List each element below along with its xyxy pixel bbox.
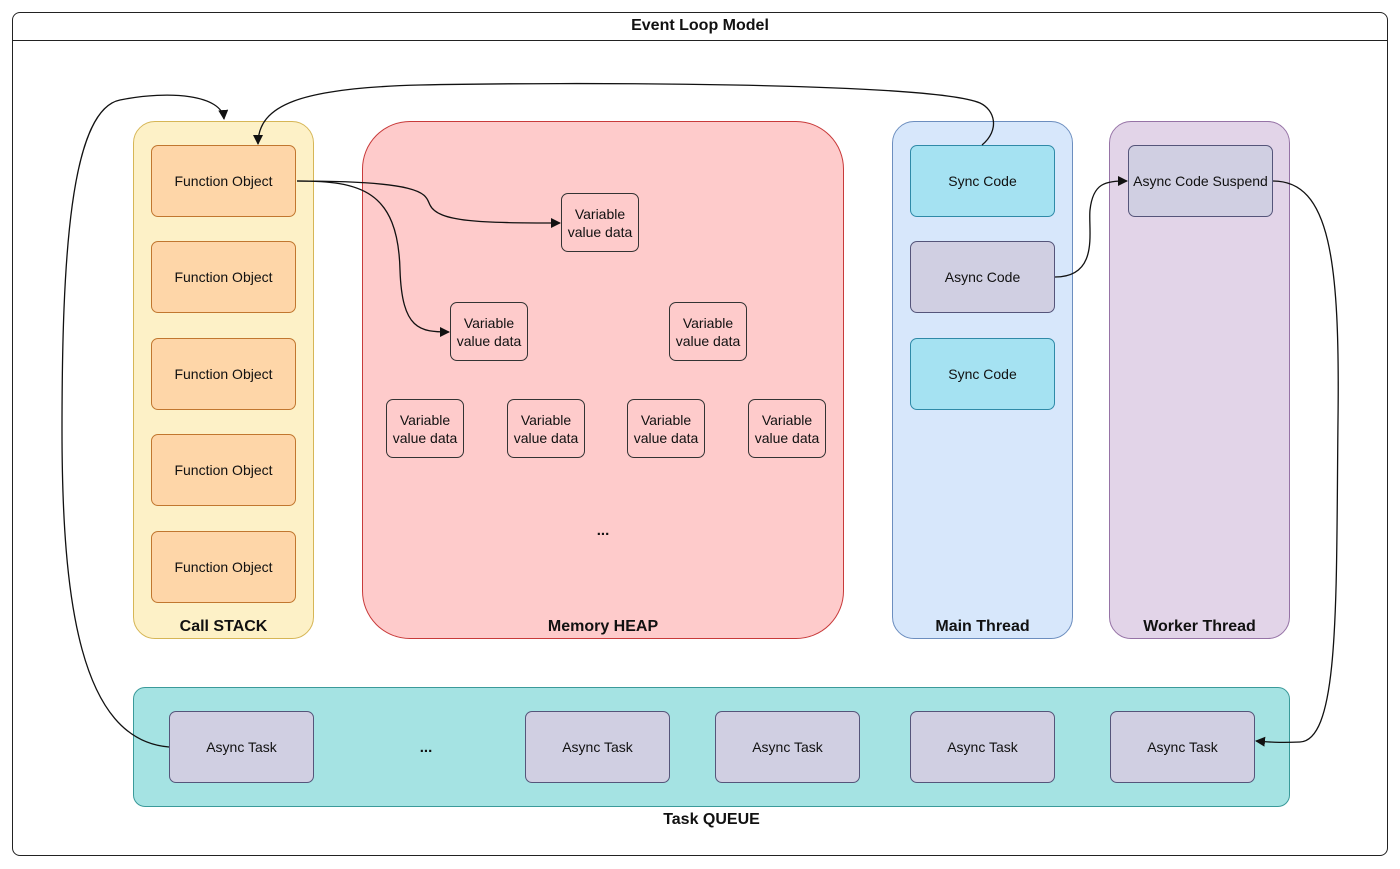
function-object[interactable]: Function Object	[151, 241, 296, 313]
async-code[interactable]: Async Code	[910, 241, 1055, 313]
async-task[interactable]: Async Task	[910, 711, 1055, 783]
function-object[interactable]: Function Object	[151, 145, 296, 217]
arrow-function-to-variable	[296, 180, 561, 228]
heap-ellipsis: ...	[596, 522, 610, 539]
memory-heap-label: Memory HEAP	[547, 618, 659, 635]
call-stack-label: Call STACK	[179, 618, 268, 635]
arrow-async-to-worker	[1054, 176, 1128, 278]
task-queue-label: Task QUEUE	[663, 811, 760, 828]
event-loop-frame	[12, 12, 1388, 856]
frame-header	[12, 12, 1388, 41]
sync-code[interactable]: Sync Code	[910, 338, 1055, 410]
arrow-worker-to-queue	[1255, 180, 1339, 747]
async-task[interactable]: Async Task	[169, 711, 314, 783]
function-object[interactable]: Function Object	[151, 434, 296, 506]
async-task[interactable]: Async Task	[1110, 711, 1255, 783]
function-object[interactable]: Function Object	[151, 338, 296, 410]
worker-thread-label: Worker Thread	[1143, 618, 1256, 635]
sync-code[interactable]: Sync Code	[910, 145, 1055, 217]
async-task[interactable]: Async Task	[715, 711, 860, 783]
main-thread-label: Main Thread	[935, 618, 1030, 635]
function-object[interactable]: Function Object	[151, 531, 296, 603]
arrow-queue-to-stack	[61, 94, 229, 748]
async-task[interactable]: Async Task	[525, 711, 670, 783]
arrow-sync-to-function	[253, 82, 995, 146]
arrow-function-to-variable	[296, 180, 450, 337]
queue-ellipsis: ...	[419, 739, 433, 756]
task-queue-container	[133, 687, 1290, 807]
async-code-suspend[interactable]: Async Code Suspend	[1128, 145, 1273, 217]
diagram-title: Event Loop Model	[631, 17, 769, 34]
